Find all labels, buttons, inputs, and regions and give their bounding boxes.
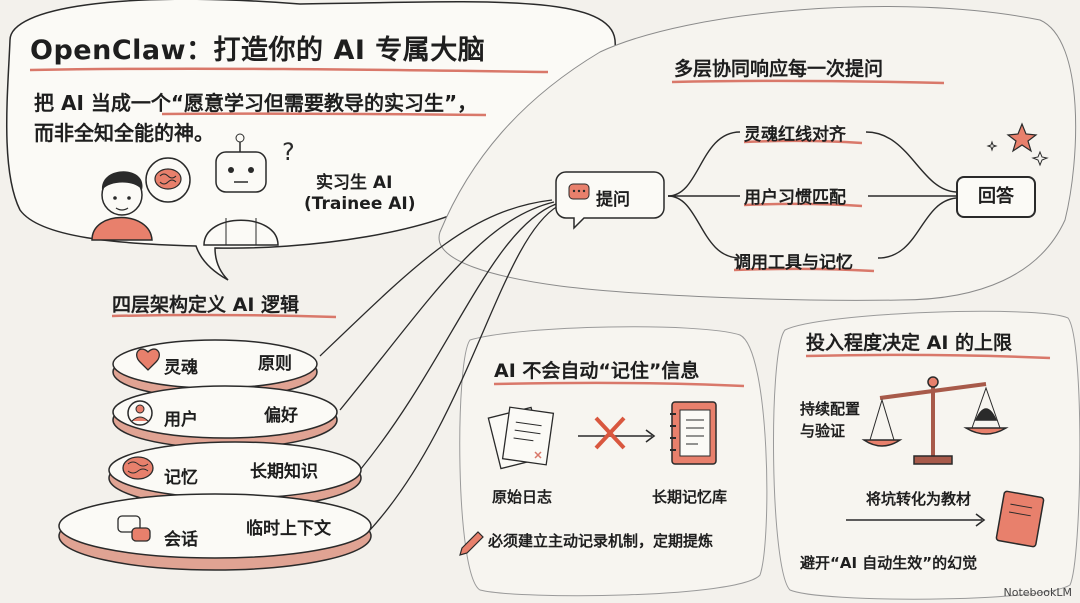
pencil-icon [459, 531, 484, 556]
investment-note: 避开“AI 自动生效”的幻觉 [800, 554, 978, 572]
svg-text:?: ? [282, 138, 295, 166]
branch-soul: 灵魂红线对齐 [744, 125, 846, 145]
memory-heading: AI 不会自动“记住”信息 [494, 360, 700, 382]
layer-memory-name: 记忆 [164, 468, 198, 488]
robot-illustration: ? [203, 133, 295, 246]
page-title: OpenClaw：打造你的 AI 专属大脑 [30, 35, 486, 66]
thought-brain-illustration [145, 157, 191, 203]
documents-illustration [487, 406, 555, 470]
book-illustration [995, 490, 1045, 548]
trainee-label-en: (Trainee AI) [304, 194, 416, 214]
intro-line-1: 把 AI 当成一个“愿意学习但需要教导的实习生”， [34, 91, 478, 115]
branch-user: 用户习惯匹配 [744, 188, 846, 208]
layer-session-desc: 临时上下文 [246, 519, 331, 539]
arrow-label: 将坑转化为教材 [866, 490, 972, 508]
intro-text: 把 AI 当成一个“愿意学习但需要教导的实习生”， 而非全知全能的神。 [34, 88, 514, 148]
arrow-to-book [846, 513, 986, 527]
memory-note: 必须建立主动记录机制，定期提炼 [488, 532, 714, 550]
chat-icon [117, 515, 151, 542]
layer-session-name: 会话 [164, 530, 198, 550]
branch-connectors [667, 131, 957, 259]
layer-soul-desc: 原则 [258, 354, 292, 374]
layer-user-name: 用户 [164, 410, 198, 430]
investment-heading: 投入程度决定 AI 的上限 [806, 332, 1013, 354]
heart-icon [136, 348, 160, 371]
memory-panel [459, 326, 768, 597]
notebook-illustration [670, 401, 717, 465]
trainee-label: 实习生 AI [316, 173, 393, 193]
star-illustration [986, 122, 1049, 167]
answer-box: 回答 [956, 176, 1036, 218]
question-chat-icon [568, 183, 590, 200]
watermark: NotebookLM [1003, 586, 1072, 599]
layer-connectors [319, 199, 559, 531]
person-illustration [91, 171, 153, 241]
layer-user-desc: 偏好 [264, 406, 298, 426]
cross-arrow-illustration [578, 416, 656, 450]
layers-heading: 四层架构定义 AI 逻辑 [112, 294, 300, 316]
flow-heading: 多层协同响应每一次提问 [674, 58, 884, 80]
layer-memory-desc: 长期知识 [250, 462, 318, 482]
scale-label: 持续配置 与验证 [800, 400, 861, 440]
branch-tools: 调用工具与记忆 [734, 253, 853, 273]
question-label: 提问 [596, 190, 630, 210]
user-icon [127, 400, 153, 426]
scale-illustration [861, 376, 1009, 465]
long-term-memory-label: 长期记忆库 [652, 488, 728, 506]
layer-soul-name: 灵魂 [164, 358, 198, 378]
brain-icon [122, 456, 154, 480]
raw-log-label: 原始日志 [492, 488, 553, 506]
flow-bubble [438, 6, 1077, 301]
intro-line-2: 而非全知全能的神。 [34, 121, 214, 145]
